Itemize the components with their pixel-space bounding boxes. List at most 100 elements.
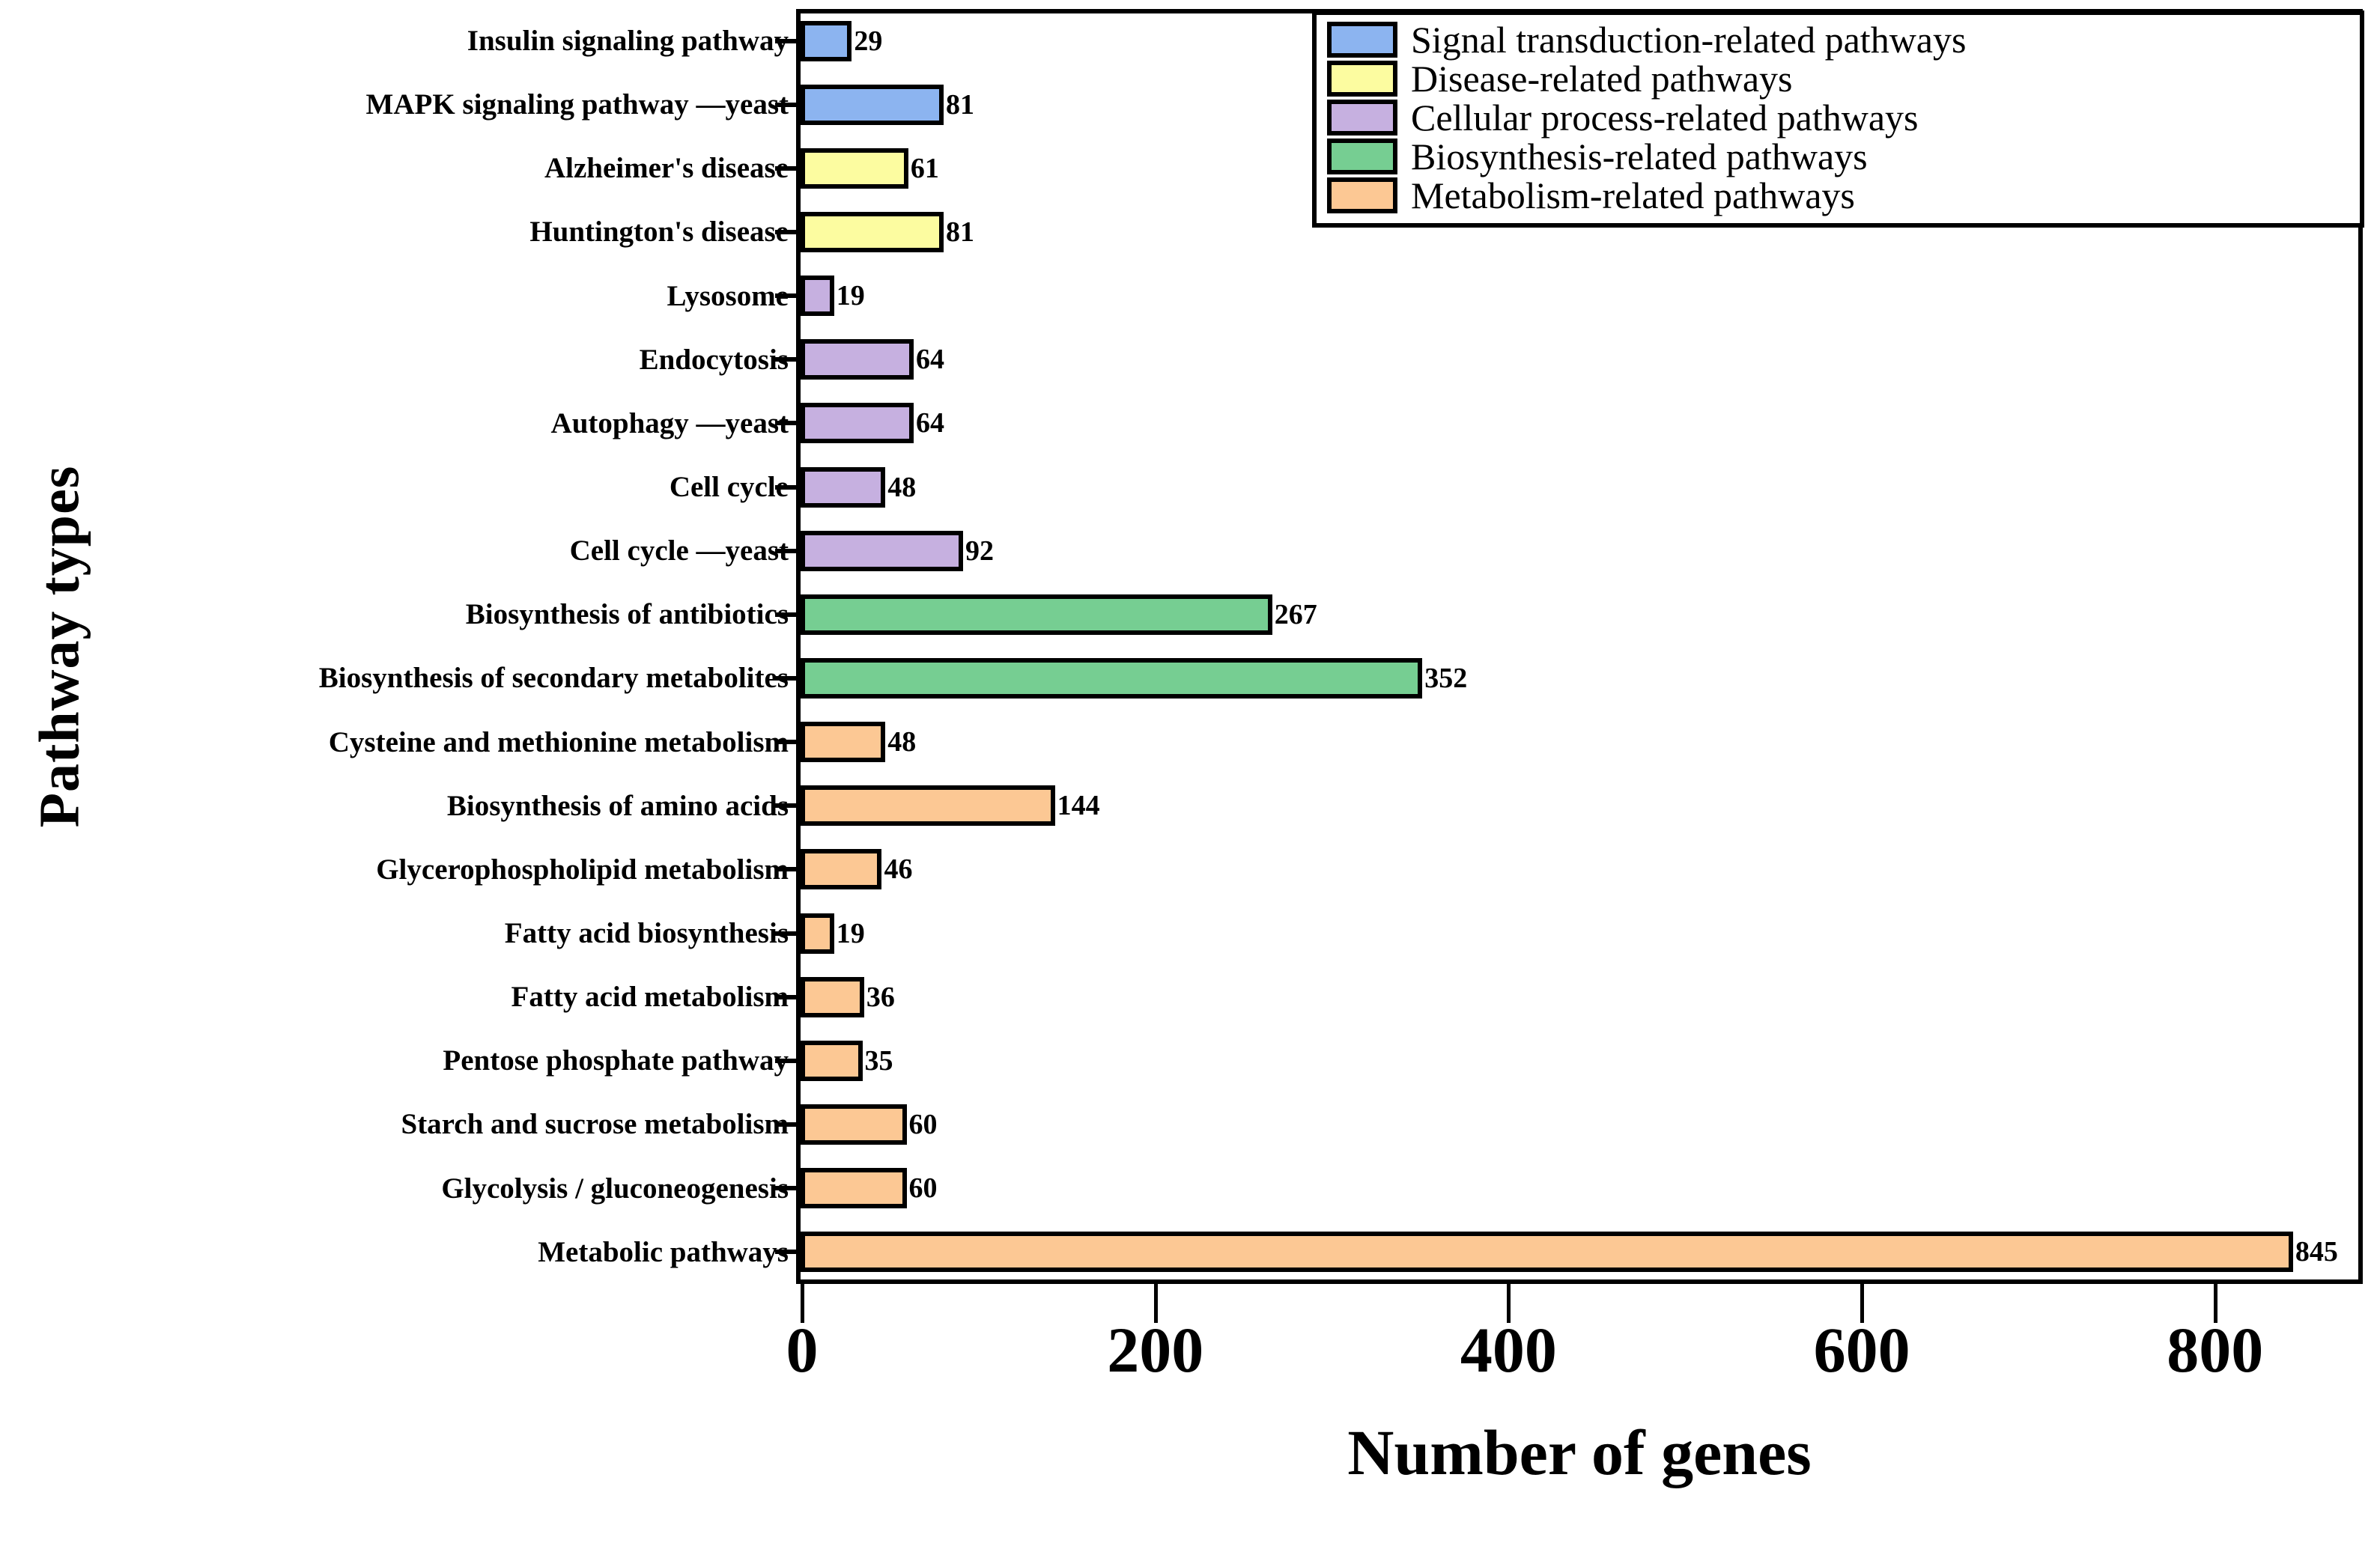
bar[interactable] bbox=[801, 211, 944, 252]
bar-group[interactable]: 60 bbox=[801, 1104, 938, 1145]
bar-value-label: 352 bbox=[1424, 662, 1468, 694]
bar-group[interactable]: 81 bbox=[801, 211, 975, 252]
bar-group[interactable]: 19 bbox=[801, 913, 865, 954]
y-axis-category-label: Cell cycle bbox=[669, 471, 789, 504]
legend-item-disease[interactable]: Disease-related pathways bbox=[1327, 60, 2360, 97]
bar-group[interactable]: 352 bbox=[801, 657, 1468, 699]
bar-value-label: 81 bbox=[946, 88, 975, 121]
bar-value-label: 19 bbox=[836, 917, 865, 949]
y-axis-category-label: Starch and sucrose metabolism bbox=[401, 1108, 789, 1141]
legend-label: Metabolism-related pathways bbox=[1411, 174, 1855, 216]
bar-value-label: 46 bbox=[884, 853, 913, 886]
bar-group[interactable]: 267 bbox=[801, 594, 1317, 635]
bar[interactable] bbox=[801, 276, 834, 317]
bar[interactable] bbox=[801, 1232, 2293, 1273]
bar-value-label: 29 bbox=[854, 25, 883, 57]
y-axis-tick bbox=[775, 1122, 796, 1127]
y-axis-category-label: Metabolic pathways bbox=[538, 1235, 789, 1268]
y-axis-category-label: Insulin signaling pathway bbox=[467, 25, 789, 58]
bar-group[interactable]: 92 bbox=[801, 530, 994, 571]
bar[interactable] bbox=[801, 785, 1055, 827]
bar-row: Cell cycle 48 bbox=[0, 455, 2380, 519]
y-axis-category-label: Glycolysis / gluconeogenesis bbox=[441, 1172, 789, 1205]
legend-item-cellular[interactable]: Cellular process-related pathways bbox=[1327, 99, 2360, 136]
y-axis-tick bbox=[775, 548, 796, 553]
y-axis-category-label: Fatty acid metabolism bbox=[511, 981, 789, 1014]
y-axis-category-label: Fatty acid biosynthesis bbox=[504, 917, 789, 950]
y-axis-category-label: Biosynthesis of secondary metabolites bbox=[318, 662, 789, 695]
legend-item-biosynthesis[interactable]: Biosynthesis-related pathways bbox=[1327, 138, 2360, 175]
x-axis-ticks bbox=[0, 1284, 2380, 1329]
bar[interactable] bbox=[801, 849, 882, 890]
y-axis-tick bbox=[775, 1250, 796, 1255]
bar-value-label: 60 bbox=[908, 1172, 938, 1205]
bar-row: Starch and sucrose metabolism 60 bbox=[0, 1092, 2380, 1156]
bar-value-label: 48 bbox=[887, 471, 917, 503]
bar-row: MAPK signaling pathway —yeast 81 bbox=[0, 73, 2380, 136]
y-axis-tick bbox=[775, 38, 796, 43]
bar-group[interactable]: 845 bbox=[801, 1232, 2338, 1273]
bar[interactable] bbox=[801, 913, 834, 954]
bar-value-label: 36 bbox=[866, 981, 895, 1013]
bar[interactable] bbox=[801, 1168, 907, 1209]
legend-item-signal[interactable]: Signal transduction-related pathways bbox=[1327, 21, 2360, 58]
bar-row: Cysteine and methionine metabolism 48 bbox=[0, 710, 2380, 774]
legend-label: Biosynthesis-related pathways bbox=[1411, 136, 1868, 177]
legend-label: Signal transduction-related pathways bbox=[1411, 19, 1967, 61]
bar-group[interactable]: 64 bbox=[801, 403, 944, 444]
bar-row: Metabolic pathways 845 bbox=[0, 1220, 2380, 1284]
y-axis-tick bbox=[775, 1058, 796, 1063]
bar[interactable] bbox=[801, 530, 963, 571]
bar-row: Alzheimer's disease 61 bbox=[0, 136, 2380, 200]
x-axis-tick-label: 0 bbox=[786, 1314, 819, 1386]
y-axis-tick bbox=[775, 229, 796, 234]
y-axis-tick bbox=[775, 421, 796, 426]
bar[interactable] bbox=[801, 20, 852, 61]
bar[interactable] bbox=[801, 1040, 863, 1081]
y-axis-category-label: Cysteine and methionine metabolism bbox=[328, 725, 789, 758]
y-axis-category-label: Huntington's disease bbox=[529, 216, 789, 249]
y-axis-tick bbox=[775, 357, 796, 362]
legend-swatch-disease bbox=[1327, 61, 1397, 97]
x-axis-tick bbox=[801, 1284, 804, 1323]
bar[interactable] bbox=[801, 339, 914, 380]
bar-group[interactable]: 46 bbox=[801, 849, 913, 890]
bar-row: Fatty acid metabolism 36 bbox=[0, 965, 2380, 1029]
bar-group[interactable]: 61 bbox=[801, 147, 939, 189]
y-axis-category-label: Alzheimer's disease bbox=[544, 152, 789, 185]
y-axis-category-label: Pentose phosphate pathway bbox=[443, 1044, 789, 1077]
bar[interactable] bbox=[801, 657, 1423, 699]
bar-group[interactable]: 144 bbox=[801, 785, 1100, 827]
bar[interactable] bbox=[801, 403, 914, 444]
legend-swatch-metabolism bbox=[1327, 177, 1397, 213]
bar-value-label: 60 bbox=[908, 1108, 938, 1140]
bar[interactable] bbox=[801, 84, 944, 125]
bar-group[interactable]: 48 bbox=[801, 466, 917, 508]
bar-group[interactable]: 64 bbox=[801, 339, 944, 380]
bar-group[interactable]: 48 bbox=[801, 722, 916, 763]
legend-label: Cellular process-related pathways bbox=[1411, 97, 1919, 139]
bar-group[interactable]: 36 bbox=[801, 976, 895, 1017]
bar-group[interactable]: 81 bbox=[801, 84, 975, 125]
y-axis-category-label: MAPK signaling pathway —yeast bbox=[365, 88, 789, 121]
bar[interactable] bbox=[801, 1104, 907, 1145]
bar-value-label: 845 bbox=[2295, 1236, 2338, 1268]
bar[interactable] bbox=[801, 594, 1272, 635]
bar[interactable] bbox=[801, 976, 864, 1017]
bar-group[interactable]: 60 bbox=[801, 1168, 938, 1209]
bar[interactable] bbox=[801, 722, 886, 763]
bar-group[interactable]: 19 bbox=[801, 276, 865, 317]
y-axis-category-label: Autophagy —yeast bbox=[550, 407, 789, 439]
bar[interactable] bbox=[801, 466, 886, 508]
bar[interactable] bbox=[801, 147, 908, 189]
bar-value-label: 81 bbox=[946, 216, 975, 248]
legend-item-metabolism[interactable]: Metabolism-related pathways bbox=[1327, 177, 2360, 214]
bar-group[interactable]: 29 bbox=[801, 20, 883, 61]
bar-group[interactable]: 35 bbox=[801, 1040, 893, 1081]
